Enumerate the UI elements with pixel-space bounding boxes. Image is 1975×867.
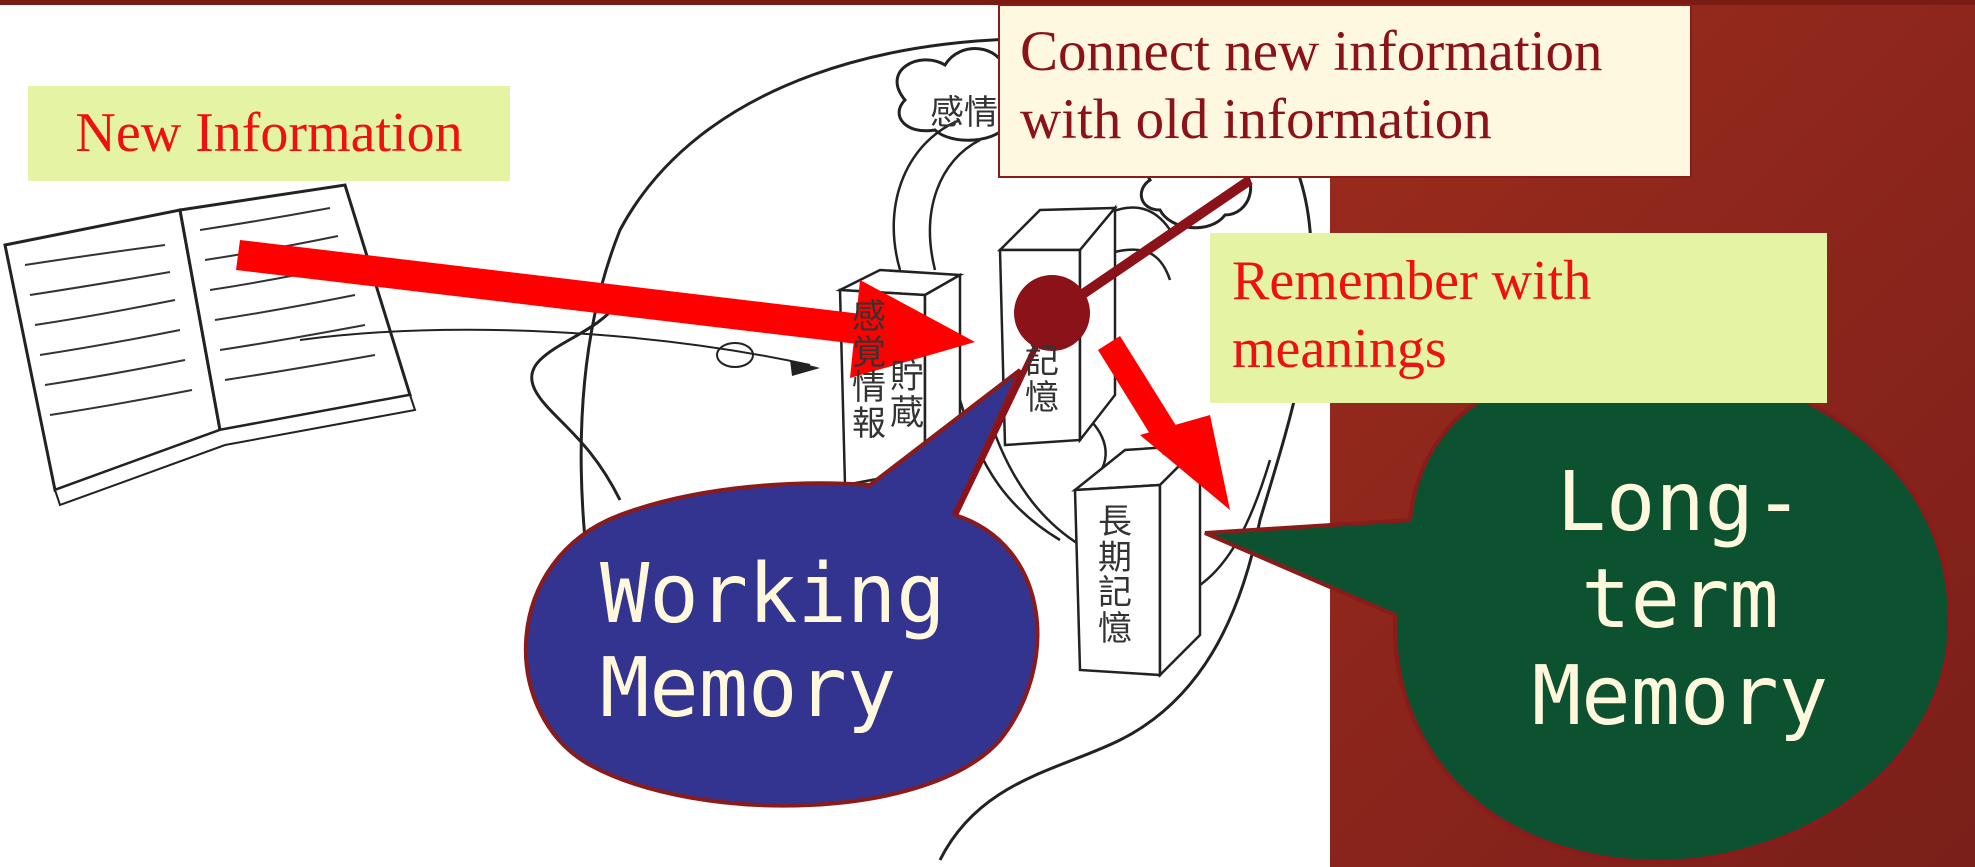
kanji-long-term: 長期記憶	[1098, 502, 1132, 650]
connect-information-label: Connect new information with old informa…	[998, 4, 1692, 178]
connect-line	[1052, 175, 1253, 318]
top-bar	[0, 0, 1975, 5]
node-to-bubble-line	[952, 311, 1055, 517]
kanji-memory: 記憶	[1025, 342, 1059, 418]
long-term-line-1: Long-	[1556, 455, 1804, 550]
remember-line-2: meanings	[1232, 318, 1447, 381]
connect-line-2: with old information	[1020, 88, 1492, 152]
working-memory-bubble	[523, 368, 1040, 808]
connect-line-1: Connect new information	[1020, 20, 1603, 83]
remember-meanings-label: Remember with meanings	[1210, 233, 1827, 403]
long-term-memory-box	[1071, 441, 1204, 679]
long-term-line-2: term	[1581, 551, 1779, 647]
kanji-emotion: 感情	[930, 93, 998, 133]
long-term-memory-text: Long- term Memory	[1500, 455, 1860, 745]
remember-arrow	[1098, 336, 1230, 510]
remember-line-1: Remember with	[1232, 250, 1592, 312]
long-term-line-3: Memory	[1531, 648, 1829, 744]
kanji-storage: 貯蔵	[890, 357, 924, 433]
book-icon	[3, 183, 417, 507]
working-memory-line-1: Working	[600, 547, 946, 642]
face-outline	[530, 299, 622, 501]
new-information-label: New Information	[28, 86, 510, 181]
working-memory-line-2: Memory	[600, 641, 897, 737]
new-info-arrow	[236, 240, 975, 378]
kanji-sensory: 感覚情報	[852, 297, 886, 445]
eye-icon	[716, 342, 754, 368]
working-memory-text: Working Memory	[600, 547, 960, 737]
sight-line	[299, 328, 811, 366]
